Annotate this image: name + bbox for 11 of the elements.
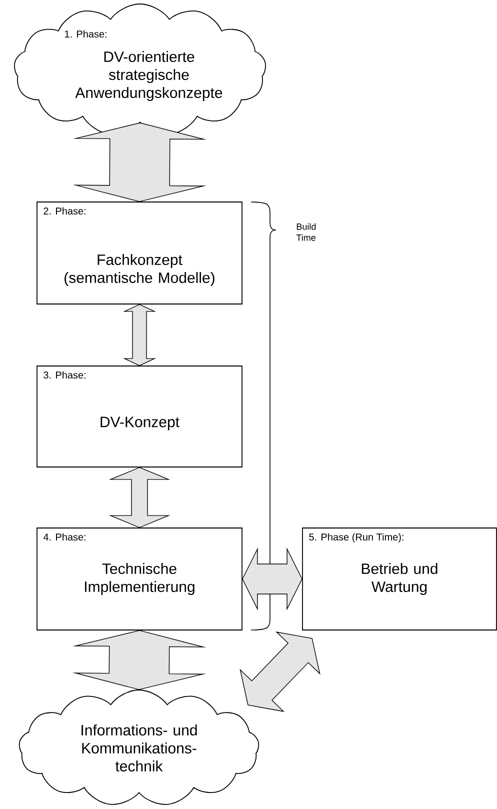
block-arrow	[108, 467, 170, 528]
process-box: 3. Phase: DV-Konzept	[36, 366, 242, 468]
block-arrow	[122, 304, 156, 366]
block-arrow	[242, 548, 302, 610]
block-arrow	[72, 630, 206, 690]
block-arrow	[240, 632, 320, 712]
brace-label: Build Time	[296, 223, 316, 241]
block-arrow	[72, 122, 207, 202]
process-box: 2. Phase: Fachkonzept (semantische Modelle)	[36, 202, 242, 304]
process-box: 4. Phase: Technische Implementierung	[36, 528, 242, 630]
process-box: 5. Phase (Run Time): Betrieb und Wartung	[302, 528, 497, 630]
